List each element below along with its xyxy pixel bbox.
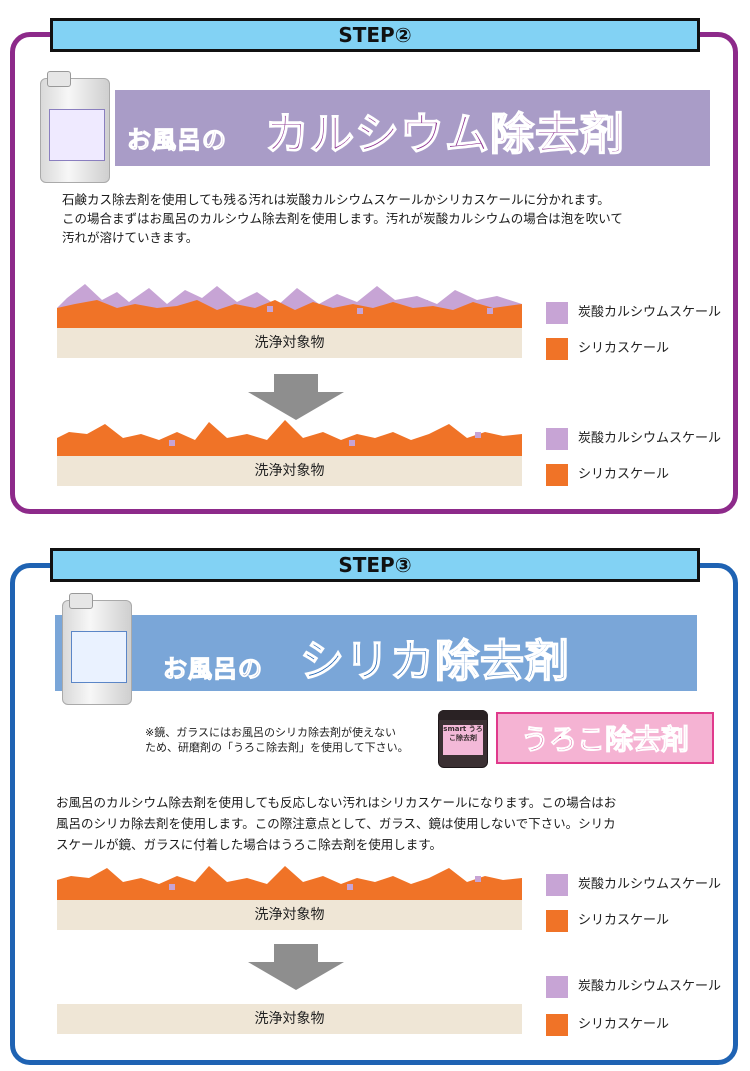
step2-before-scale-layers <box>57 284 522 328</box>
calcium-legend-swatch <box>546 976 568 998</box>
silica-remover-bottle <box>62 593 132 705</box>
note-line: ※鏡、ガラスにはお風呂のシリカ除去剤が使えない <box>145 726 396 739</box>
silica-legend-label: シリカスケール <box>578 467 670 482</box>
step2-after-base: 洗浄対象物 <box>57 456 522 486</box>
calcium-legend-label: 炭酸カルシウムスケール <box>578 305 722 320</box>
step2-description: 石鹸カス除去剤を使用しても残る汚れは炭酸カルシウムスケールかシリカスケールに分か… <box>62 190 623 247</box>
silica-legend-swatch <box>546 910 568 932</box>
calcium-fleck <box>212 300 218 306</box>
calcium-legend-swatch <box>546 874 568 896</box>
calcium-legend-swatch <box>546 302 568 324</box>
step3-before-base: 洗浄対象物 <box>57 900 522 930</box>
down-arrow-icon <box>248 944 344 990</box>
calcium-legend-swatch <box>546 428 568 450</box>
step2-after-scale-layers <box>57 420 522 456</box>
calcium-fleck <box>169 440 175 446</box>
calcium-remover-bottle <box>40 71 110 183</box>
step2-label: STEP② <box>50 18 700 52</box>
silica-legend-swatch <box>546 1014 568 1036</box>
step2-title-big: カルシウム除去剤 <box>264 108 625 161</box>
step2-title-small: お風呂の <box>127 126 227 155</box>
step2-desc-line: この場合まずはお風呂のカルシウム除去剤を使用します。汚れが炭酸カルシウムの場合は… <box>62 211 623 226</box>
calcium-fleck <box>475 876 481 882</box>
step2-desc-line: 石鹸カス除去剤を使用しても残る汚れは炭酸カルシウムスケールかシリカスケールに分か… <box>62 192 610 207</box>
step3-title-small: お風呂の <box>163 655 263 684</box>
silica-legend-label: シリカスケール <box>578 913 670 928</box>
calcium-fleck <box>475 432 481 438</box>
step3-description: お風呂のカルシウム除去剤を使用しても反応しない汚れはシリカスケールになります。こ… <box>56 792 616 855</box>
step3-title-band: お風呂の シリカ除去剤 <box>55 615 697 691</box>
calcium-fleck <box>349 440 355 446</box>
calcium-fleck <box>142 298 148 304</box>
note-line: ため、研磨剤の「うろこ除去剤」を使用して下さい。 <box>145 741 409 754</box>
step3-note: ※鏡、ガラスにはお風呂のシリカ除去剤が使えない ため、研磨剤の「うろこ除去剤」を… <box>145 725 425 755</box>
uroko-remover-badge: うろこ除去剤 <box>496 712 714 764</box>
calcium-fleck <box>347 884 353 890</box>
jar-label: smart うろこ除去剤 <box>443 725 483 755</box>
silica-legend-label: シリカスケール <box>578 341 670 356</box>
step3-after-base: 洗浄対象物 <box>57 1004 522 1034</box>
uroko-remover-jar: smart うろこ除去剤 <box>438 710 488 768</box>
calcium-fleck <box>487 308 493 314</box>
step3-desc-line: 風呂のシリカ除去剤を使用します。この際注意点として、ガラス、鏡は使用しないで下さ… <box>56 816 616 831</box>
silica-legend-swatch <box>546 338 568 360</box>
calcium-legend-label: 炭酸カルシウムスケール <box>578 431 722 446</box>
silica-legend-swatch <box>546 464 568 486</box>
calcium-fleck <box>357 308 363 314</box>
calcium-legend-label: 炭酸カルシウムスケール <box>578 979 722 994</box>
step2-title-band: お風呂の カルシウム除去剤 <box>115 90 710 166</box>
silica-legend-label: シリカスケール <box>578 1017 670 1032</box>
step2-before-base: 洗浄対象物 <box>57 328 522 358</box>
silica-scale-layer <box>57 866 522 900</box>
down-arrow-icon <box>248 374 344 420</box>
uroko-remover-label: うろこ除去剤 <box>520 723 689 757</box>
calcium-fleck <box>169 884 175 890</box>
silica-scale-layer <box>57 300 522 328</box>
silica-scale-layer <box>57 420 522 456</box>
step3-desc-line: お風呂のカルシウム除去剤を使用しても反応しない汚れはシリカスケールになります。こ… <box>56 795 617 810</box>
step3-before-scale-layers <box>57 866 522 900</box>
calcium-legend-label: 炭酸カルシウムスケール <box>578 877 722 892</box>
calcium-fleck <box>267 306 273 312</box>
calcium-fleck <box>422 300 428 306</box>
step2-desc-line: 汚れが溶けていきます。 <box>62 230 199 245</box>
step3-label: STEP③ <box>50 548 700 582</box>
step3-desc-line: スケールが鏡、ガラスに付着した場合はうろこ除去剤を使用します。 <box>56 837 443 852</box>
step3-title-big: シリカ除去剤 <box>299 635 570 688</box>
